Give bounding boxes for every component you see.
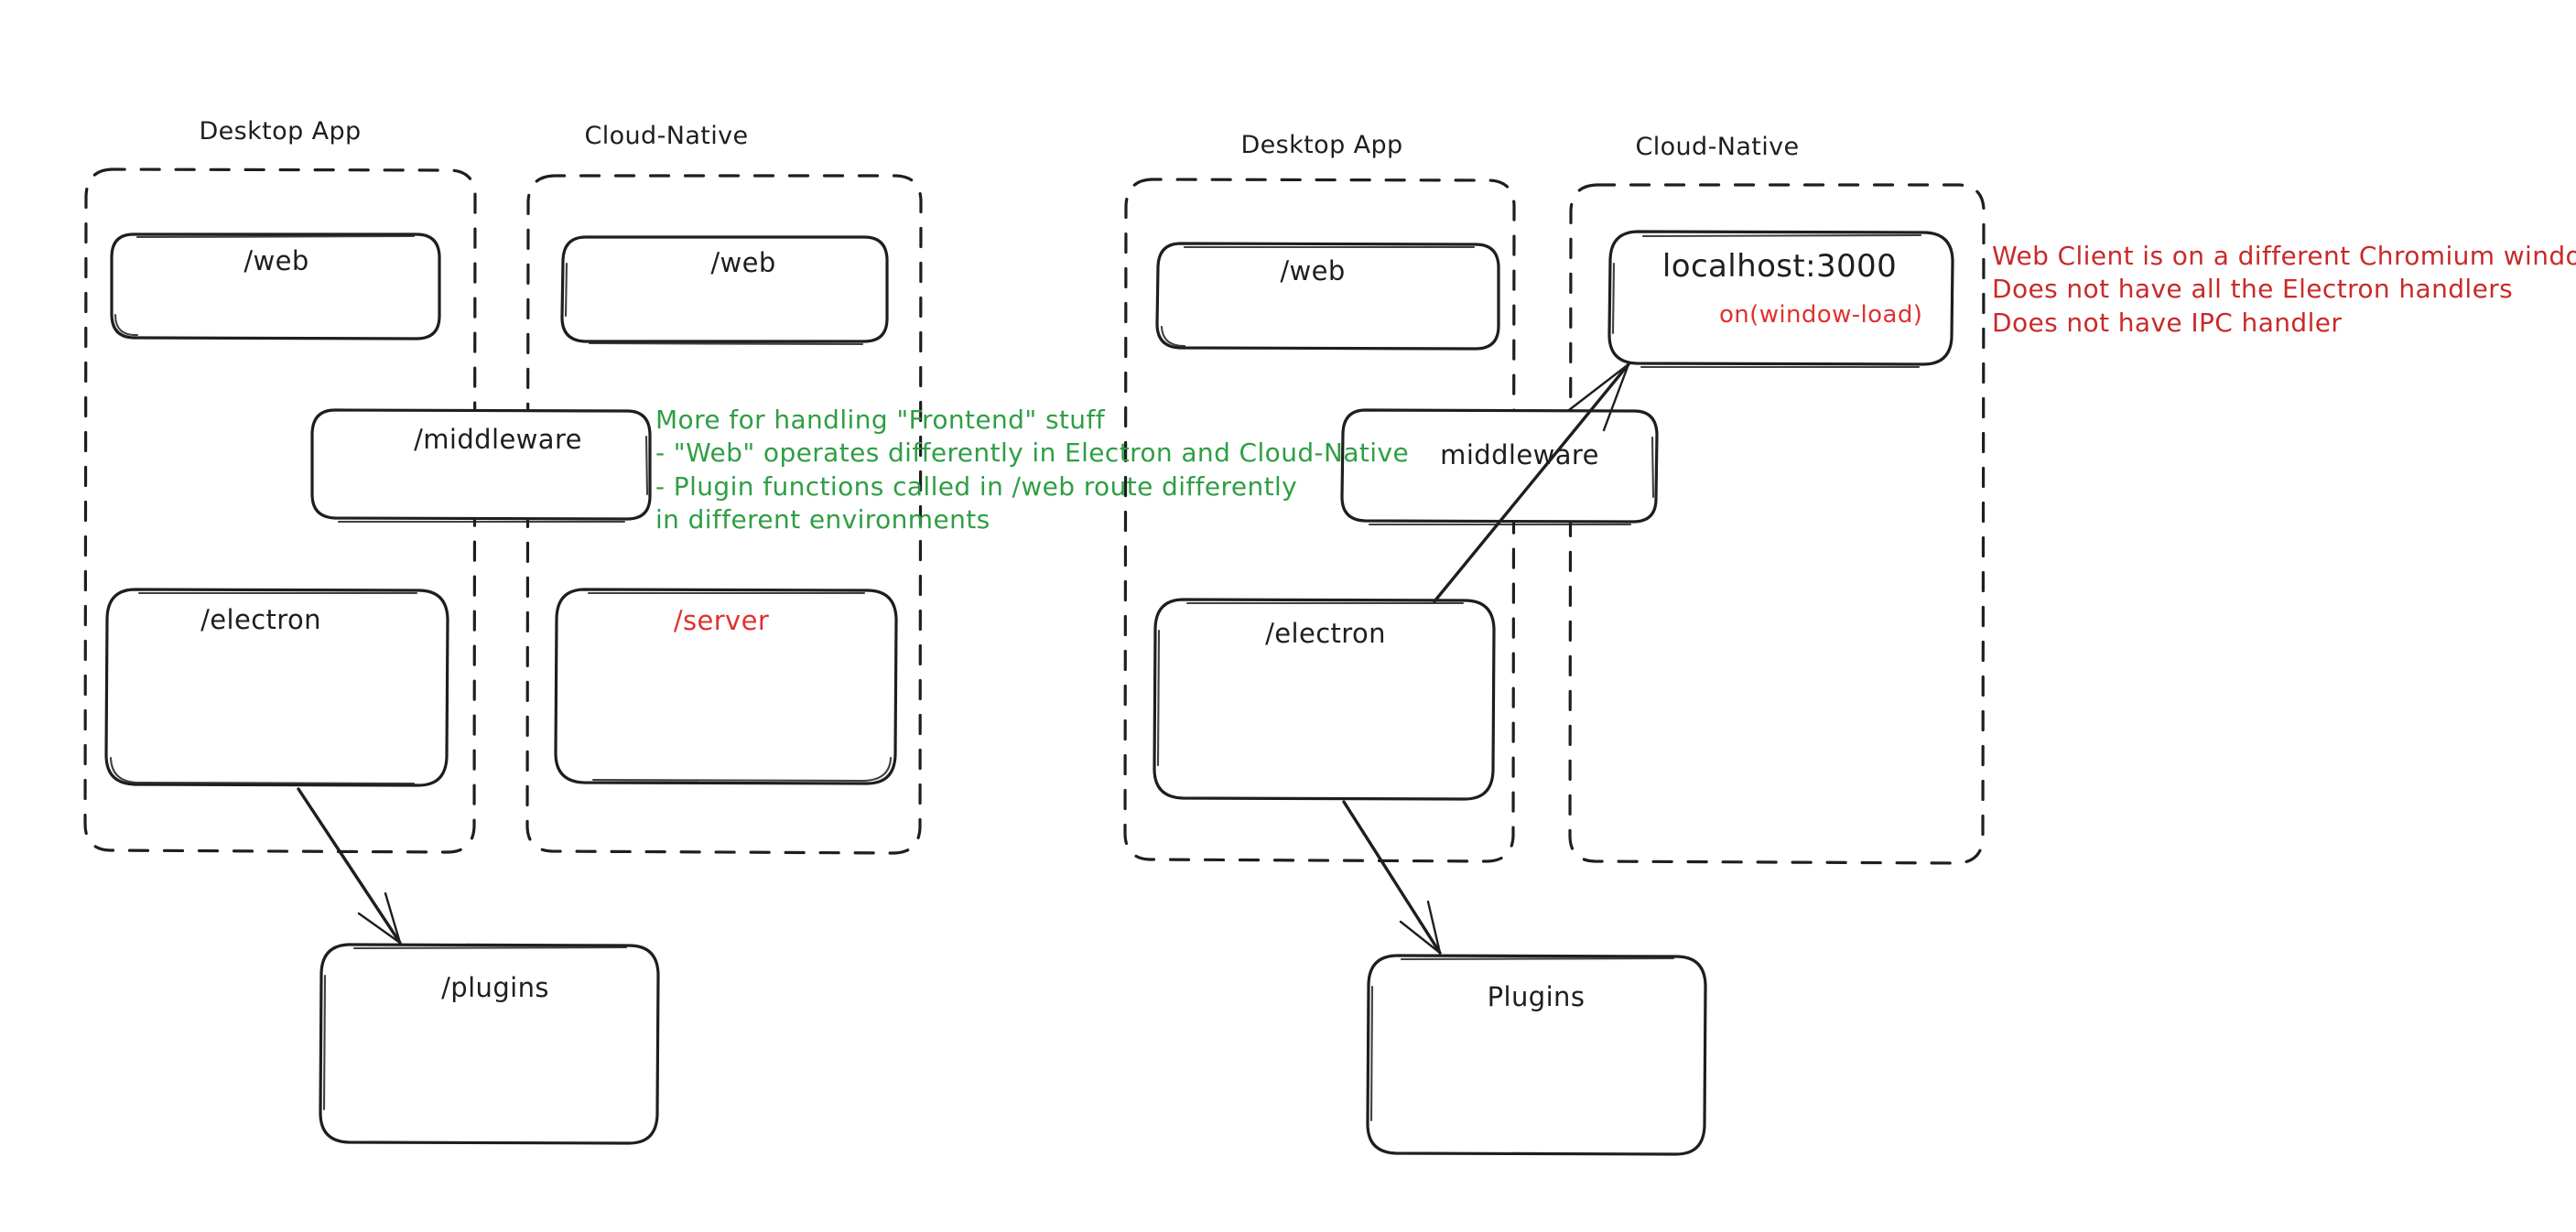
right-desktop-web-box[interactable] xyxy=(1155,242,1500,351)
left-cloud-native-frame xyxy=(525,174,923,855)
right-electron-to-plugins-arrow xyxy=(1342,800,1442,955)
left-plugins-box[interactable] xyxy=(319,943,660,1145)
right-electron-to-localhost-arrow xyxy=(1433,362,1630,603)
left-electron-to-plugins-arrow xyxy=(297,787,402,945)
left-desktop-app-frame xyxy=(83,168,477,854)
left-electron-box[interactable] xyxy=(104,588,449,787)
right-cloud-native-frame xyxy=(1568,183,1986,865)
left-desktop-web-box[interactable] xyxy=(110,232,441,340)
right-plugins-box[interactable] xyxy=(1366,954,1707,1156)
left-cloud-web-box[interactable] xyxy=(560,235,889,346)
left-middleware-box[interactable] xyxy=(310,408,652,524)
right-desktop-app-frame xyxy=(1123,178,1516,863)
right-middleware-box[interactable] xyxy=(1340,408,1659,526)
right-electron-box[interactable] xyxy=(1153,598,1496,801)
right-localhost-box[interactable] xyxy=(1607,230,1954,369)
left-server-box[interactable] xyxy=(554,588,898,785)
